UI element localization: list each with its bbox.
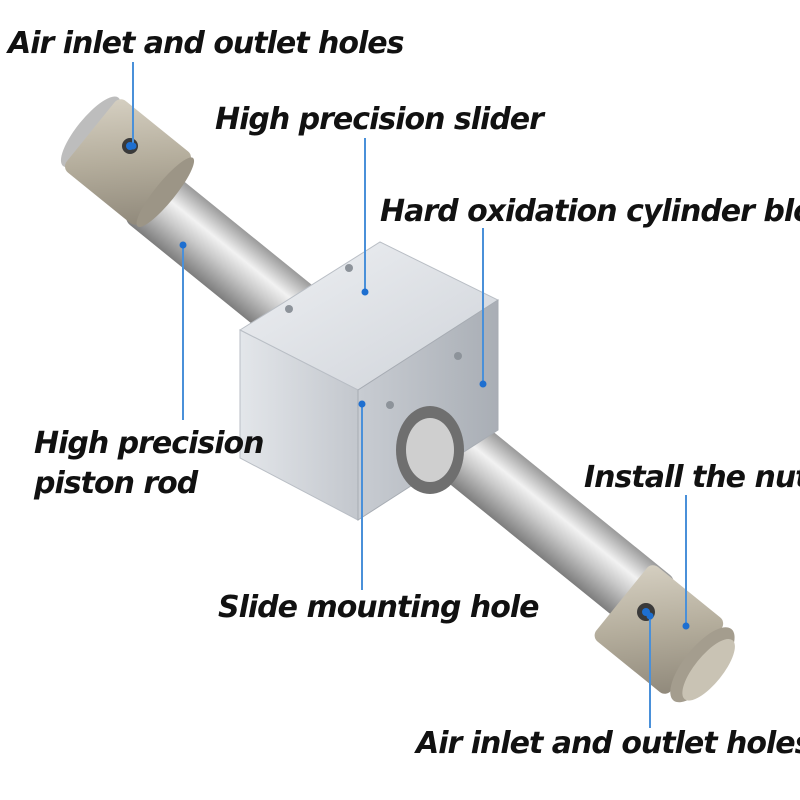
label-air-inlet-top: Air inlet and outlet holes xyxy=(8,26,404,61)
leader-dots xyxy=(129,142,690,630)
leader-lines xyxy=(132,62,687,728)
label-piston-rod-line1: High precision xyxy=(34,426,264,461)
label-slider: High precision slider xyxy=(215,102,544,137)
end-cap-bottom xyxy=(594,565,735,703)
label-install-nut: Install the nut xyxy=(584,460,800,495)
label-piston-rod-line2: piston rod xyxy=(34,466,198,501)
slider-block xyxy=(238,241,500,521)
label-air-inlet-bottom: Air inlet and outlet holes xyxy=(416,726,800,761)
label-mounting-hole: Slide mounting hole xyxy=(218,590,540,625)
end-cap-top xyxy=(60,96,195,227)
label-cylinder-block: Hard oxidation cylinder block xyxy=(380,194,800,229)
label-piston-rod: High precision piston rod xyxy=(34,424,274,504)
